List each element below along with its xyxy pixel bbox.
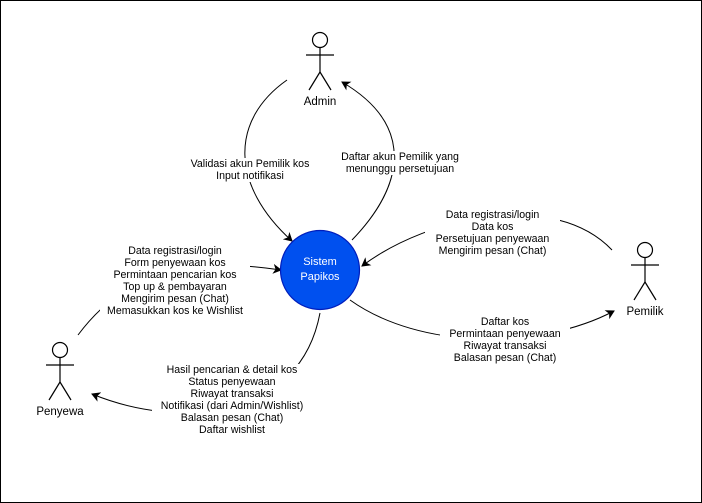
flow-label-line: Data registrasi/login	[128, 245, 222, 257]
flow-label-system-to-pemilik: Daftar kos Permintaan penyewaan Riwayat …	[440, 316, 570, 365]
flow-label-pemilik-to-system: Data registrasi/login Data kos Persetuju…	[425, 209, 560, 258]
flow-label-line: Mengirim pesan (Chat)	[438, 245, 547, 258]
flow-label-line: Hasil pencarian & detail kos	[166, 364, 298, 376]
flow-label-line: Form penyewaan kos	[124, 257, 226, 270]
actor-pemilik	[631, 241, 659, 301]
actor-pemilik-name: Pemilik	[626, 306, 664, 318]
flow-label-line: Top up & pembayaran	[123, 281, 227, 294]
flow-label-line: Permintaan pencarian kos	[113, 269, 237, 282]
flow-label-line: Permintaan penyewaan	[449, 328, 561, 341]
flow-label-line: Mengirim pesan (Chat)	[121, 293, 229, 306]
flow-label-line: Balasan pesan (Chat)	[180, 412, 284, 425]
flow-label-line: Memasukkan kos ke Wishlist	[107, 305, 243, 318]
flow-label-line: Balasan pesan (Chat)	[453, 352, 557, 365]
flow-label-line: Persetujuan penyewaan	[435, 233, 550, 246]
flow-label-line: Validasi akun Pemilik kos	[190, 158, 310, 170]
flow-label-line: Data registrasi/login	[445, 209, 540, 221]
flow-label-line: Riwayat transaksi	[190, 388, 274, 401]
process-label: Sistem Papikos	[280, 255, 360, 285]
flow-label-line: Daftar akun Pemilik yang	[341, 151, 459, 163]
flow-label-line: menunggu persetujuan	[345, 163, 455, 176]
flow-label-penyewa-to-system: Data registrasi/login Form penyewaan kos…	[100, 245, 250, 318]
flow-label-system-to-penyewa: Hasil pencarian & detail kos Status peny…	[152, 364, 312, 437]
flow-label-admin-to-system: Validasi akun Pemilik kos Input notifika…	[185, 158, 315, 183]
flow-label-line: Notifikasi (dari Admin/Wishlist)	[160, 400, 304, 413]
actor-penyewa	[46, 341, 74, 401]
flow-label-line: Status penyewaan	[188, 376, 276, 389]
process-sistem-papikos	[279, 229, 361, 311]
process-label-line1: Sistem	[303, 256, 337, 268]
process-label-line2: Papikos	[300, 271, 340, 283]
flow-label-system-to-admin: Daftar akun Pemilik yang menunggu perset…	[335, 151, 465, 176]
flow-label-line: Data kos	[471, 221, 514, 234]
flow-label-line: Input notifikasi	[216, 170, 284, 183]
actor-penyewa-name: Penyewa	[36, 406, 84, 418]
flow-label-line: Riwayat transaksi	[463, 340, 547, 353]
actor-admin	[306, 31, 334, 91]
flow-label-line: Daftar kos	[480, 316, 530, 328]
flow-label-line: Daftar wishlist	[199, 424, 265, 437]
actor-admin-name: Admin	[303, 96, 337, 108]
flow-admin-to-system	[244, 79, 293, 242]
